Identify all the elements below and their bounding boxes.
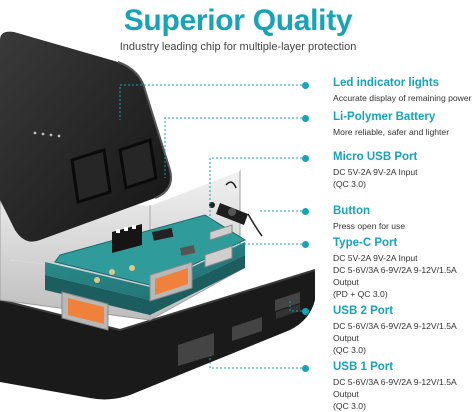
- callout-marker-type-c: [302, 241, 309, 248]
- top-shell: [0, 31, 172, 242]
- callout-marker-battery: [302, 115, 309, 122]
- callout-button: Button Press open for use: [333, 204, 405, 232]
- callout-description: Accurate display of remaining power: [333, 93, 472, 103]
- callout-leaders: [119, 84, 306, 369]
- callout-title: Type-C Port: [333, 237, 398, 249]
- callout-description: DC 5-6V/3A 6-9V/2A 9-12V/1.5A Output (QC…: [333, 377, 457, 411]
- callout-battery: Li-Polymer Battery More reliable, safer …: [333, 110, 449, 138]
- callout-marker-usb1: [302, 365, 309, 372]
- callout-marker-usb2: [302, 308, 309, 315]
- pcb-board: [45, 214, 247, 331]
- page-subtitle: Industry leading chip for multiple-layer…: [119, 41, 357, 53]
- callout-usb1: USB 1 Port DC 5-6V/3A 6-9V/2A 9-12V/1.5A…: [333, 360, 476, 412]
- callout-title: USB 2 Port: [333, 305, 394, 317]
- callout-title: Led indicator lights: [333, 77, 440, 89]
- callout-title: USB 1 Port: [333, 361, 394, 373]
- callout-marker-button: [302, 208, 309, 215]
- callout-usb2: USB 2 Port DC 5-6V/3A 6-9V/2A 9-12V/1.5A…: [333, 304, 476, 356]
- callout-title: Button: [333, 205, 371, 217]
- callout-marker-led: [302, 82, 309, 89]
- callout-micro-usb: Micro USB Port DC 5V-2A 9V-2A Input (QC …: [333, 150, 418, 190]
- callout-marker-micro-usb: [302, 155, 309, 162]
- callout-title: Li-Polymer Battery: [333, 111, 436, 123]
- callout-description: Press open for use: [333, 221, 406, 231]
- callout-type-c: Type-C Port DC 5V-2A 9V-2A Input DC 5-6V…: [333, 236, 476, 300]
- page-title: Superior Quality: [123, 4, 353, 37]
- callout-description: DC 5-6V/3A 6-9V/2A 9-12V/1.5A Output (QC…: [333, 321, 457, 355]
- button-component: [209, 181, 263, 237]
- callout-led-indicator: Led indicator lights Accurate display of…: [333, 76, 472, 104]
- bottom-shell: [0, 269, 316, 400]
- callout-description: DC 5V-2A 9V-2A Input (QC 3.0): [333, 167, 418, 189]
- callout-description: More reliable, safer and lighter: [333, 127, 450, 137]
- callout-description: DC 5V-2A 9V-2A Input DC 5-6V/3A 6-9V/2A …: [333, 253, 457, 299]
- callout-title: Micro USB Port: [333, 151, 418, 163]
